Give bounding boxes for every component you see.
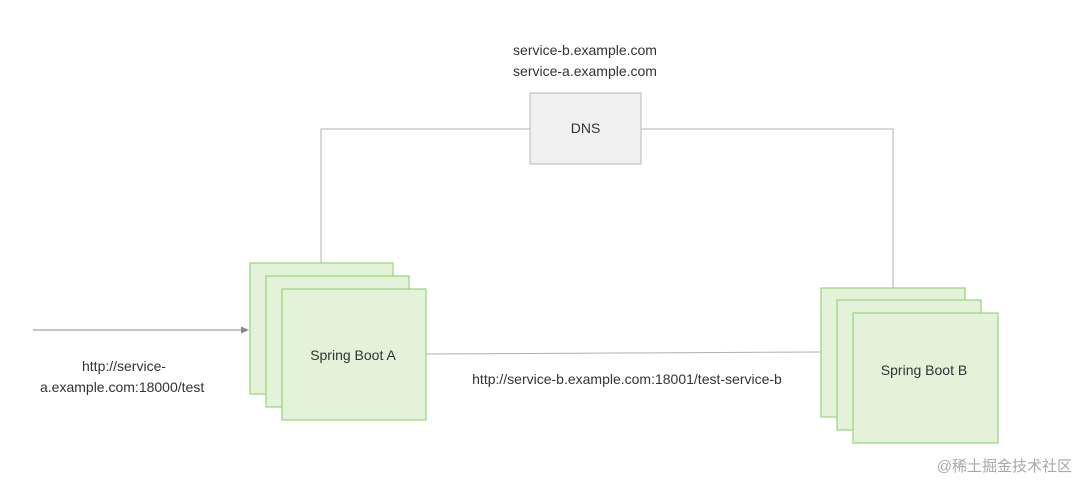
dns-record-service-b: service-b.example.com	[513, 42, 657, 58]
service-a-label: Spring Boot A	[310, 347, 396, 363]
service-b-call-url: http://service-b.example.com:18001/test-…	[472, 371, 782, 387]
dns-to-service-b-line	[641, 128, 894, 288]
dns-label: DNS	[571, 120, 601, 136]
incoming-arrow-head	[241, 326, 249, 334]
service-a-to-b-line	[425, 351, 822, 355]
dns-record-service-a: service-a.example.com	[513, 63, 657, 79]
entry-url-line1: http://service-	[82, 358, 166, 374]
watermark: @稀土掘金技术社区	[937, 458, 1072, 475]
service-b-label: Spring Boot B	[881, 362, 967, 378]
dns-box	[529, 92, 642, 165]
dns-to-service-a-line	[320, 128, 530, 263]
service-b-instance-front	[852, 312, 999, 444]
entry-url-line2: a.example.com:18000/test	[40, 379, 204, 395]
service-a-instance-front	[281, 288, 427, 421]
